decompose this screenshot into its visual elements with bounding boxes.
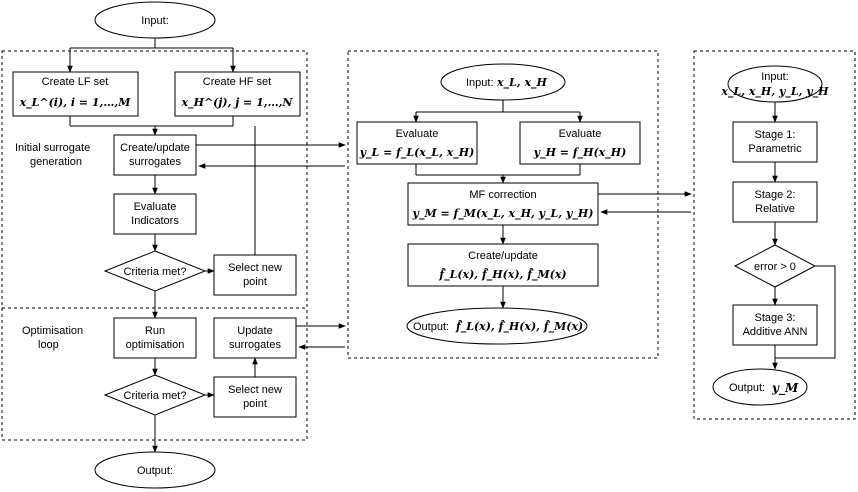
evaluate-hf-label: Evaluate [559,128,602,140]
run-text-2: optimisation [126,339,185,351]
update-surrogates-box: Update surrogates [213,317,297,359]
create-update-models-box: Create/update f̂_L(x), f̂_H(x), f̂_M(x) [407,243,599,287]
stage3-text-2: Additive ANN [743,326,808,338]
initial-surrogate-label-2: generation [30,156,82,168]
evaluate-lf-box: Evaluate y_L = f_L(x_L, x_H) [356,121,478,165]
select-new-1-text-b: point [243,276,267,288]
stage3-box: Stage 3: Additive ANN [732,304,818,346]
middle-input-math: x_L, x_H [496,76,548,90]
create-hf-box: Create HF set x_H^(j), j = 1,…,N [174,71,301,117]
middle-container [347,50,659,359]
create-update-models-math: f̂_L(x), f̂_H(x), f̂_M(x) [438,268,566,282]
update-text-2: surrogates [229,339,281,351]
evaluate-text-2: Indicators [131,215,179,227]
mf-correction-math: y_M = f_M(x_L, x_H, y_L, y_H) [412,207,594,221]
run-text-1: Run [145,325,165,337]
stage3-text-1: Stage 3: [755,312,796,324]
right-output-label: Output: [729,382,765,394]
evaluate-indicators-box: Evaluate Indicators [113,193,197,235]
middle-output-math: f̂_L(x), f̂_H(x), f̂_M(x) [455,320,583,334]
right-input-node: Input: x_L, x_H, y_L, y_H [720,65,829,103]
error-diamond: error > 0 [733,244,817,288]
criteria-text-2: Criteria met? [124,390,187,402]
middle-input-node: Input: x_L, x_H [440,63,566,101]
stage1-text-1: Stage 1: [755,129,796,141]
stage2-text-1: Stage 2: [755,189,796,201]
optimisation-label-2: loop [38,339,59,351]
left-input-text: Input: [141,15,169,27]
create-update-text-1: Create/update [120,142,190,154]
right-output-math: y_M [771,381,799,396]
right-input-label: Input: [761,71,789,83]
right-output-node: Output: y_M [712,368,808,406]
create-hf-label: Create HF set [203,76,271,88]
stage2-text-2: Relative [755,203,795,215]
stage1-text-2: Parametric [748,143,802,155]
optimisation-label-1: Optimisation [22,325,83,337]
mf-correction-box: MF correction y_M = f_M(x_L, x_H, y_L, y… [407,182,599,226]
criteria-diamond-1: Criteria met? [103,250,207,292]
middle-output-node: Output: f̂_L(x), f̂_H(x), f̂_M(x) [406,307,588,345]
select-new-2-text-a: Select new [228,384,282,396]
right-container [693,50,856,420]
create-update-models-label: Create/update [468,250,538,262]
mf-correction-label: MF correction [469,189,536,201]
middle-input-label: Input: [466,77,494,89]
middle-output-label: Output: [413,321,449,333]
select-new-point-box-2: Select new point [213,376,297,418]
left-input-node: Input: [94,1,216,39]
initial-surrogate-label-1: Initial surrogate [15,142,90,154]
criteria-text-1: Criteria met? [124,266,187,278]
evaluate-hf-math: y_H = f_H(x_H) [533,146,627,160]
create-update-text-2: surrogates [129,156,181,168]
create-update-surrogates-box: Create/update surrogates [113,134,197,176]
criteria-diamond-2: Criteria met? [103,374,207,416]
evaluate-hf-box: Evaluate y_H = f_H(x_H) [519,121,641,165]
create-lf-math: x_L^(i), i = 1,…,M [19,96,132,110]
select-new-2-text-b: point [243,398,267,410]
create-hf-math: x_H^(j), j = 1,…,N [181,96,294,110]
run-optimisation-box: Run optimisation [113,317,197,359]
select-new-1-text-a: Select new [228,262,282,274]
error-text: error > 0 [754,261,796,273]
create-lf-box: Create LF set x_L^(i), i = 1,…,M [12,71,139,117]
left-output-text: Output: [137,465,173,477]
evaluate-lf-math: y_L = f_L(x_L, x_H) [359,146,475,160]
stage1-box: Stage 1: Parametric [732,121,818,163]
update-text-1: Update [237,325,272,337]
right-input-math: x_L, x_H, y_L, y_H [720,85,829,99]
bypass-connector [775,265,836,359]
evaluate-text-1: Evaluate [134,201,177,213]
create-lf-label: Create LF set [42,76,109,88]
left-output-node: Output: [94,451,216,489]
stage2-box: Stage 2: Relative [732,181,818,223]
evaluate-lf-label: Evaluate [396,128,439,140]
select-new-point-box-1: Select new point [213,254,297,296]
